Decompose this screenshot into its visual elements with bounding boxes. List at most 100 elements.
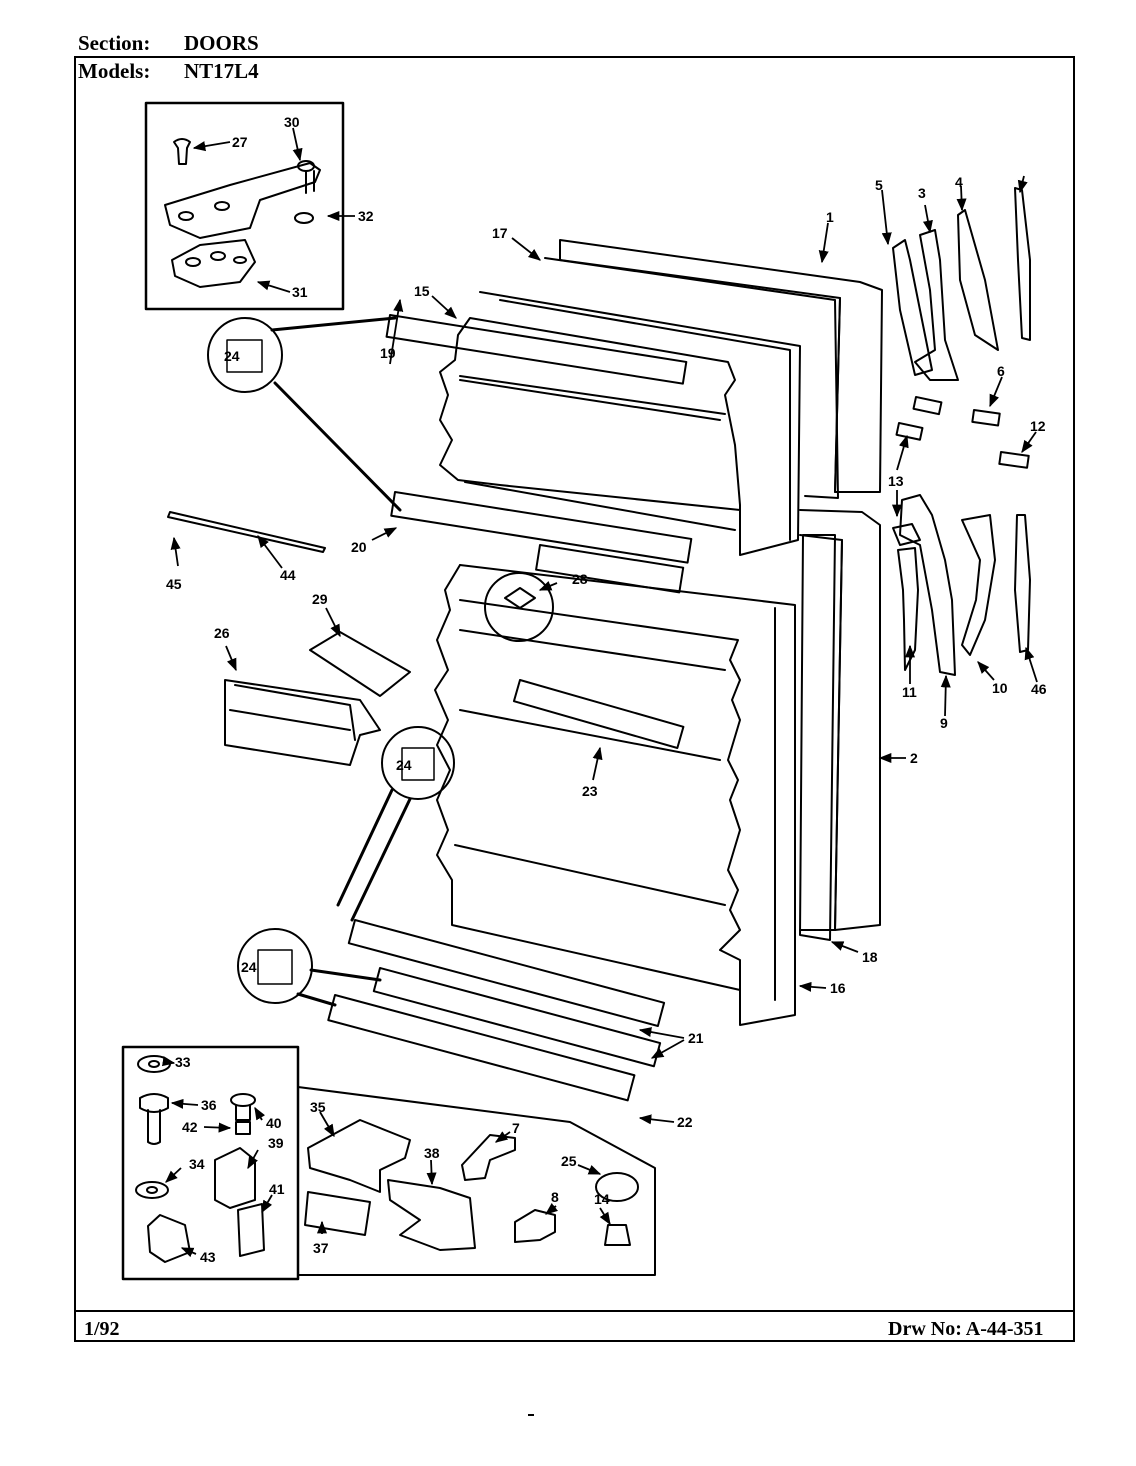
arrow-3 <box>922 204 933 234</box>
arrow-25 <box>577 1164 602 1175</box>
part-label-32: 32 <box>358 208 374 224</box>
part-label-26: 26 <box>214 625 230 641</box>
arrow-6 <box>989 376 1003 408</box>
part-label-8: 8 <box>551 1189 559 1205</box>
part-label-41: 41 <box>269 1181 285 1197</box>
arrow-26 <box>225 645 237 672</box>
hinge-spacer-6 <box>971 409 1001 427</box>
arrow-1 <box>818 222 829 264</box>
arrow-46 <box>1024 646 1038 683</box>
models-label: Models: <box>78 59 151 83</box>
models-value: NT17L4 <box>184 59 259 83</box>
footer-divider <box>74 1310 1075 1312</box>
part-label-36: 36 <box>201 1097 217 1113</box>
hinge-cover-4 <box>957 209 999 351</box>
arrow-44 <box>257 534 283 569</box>
detail-circle-24-top <box>207 317 283 393</box>
arrow-30 <box>292 127 303 162</box>
arrow-31 <box>256 280 291 293</box>
part-label-18: 18 <box>862 949 878 965</box>
detail-circle-24-mid <box>381 726 455 800</box>
arrow-20 <box>371 527 398 541</box>
arrow-38 <box>426 1159 437 1186</box>
arrow-23 <box>592 746 603 781</box>
hinge-plate-13 <box>895 421 924 441</box>
arrow-4 <box>956 185 967 212</box>
arrow-21a <box>638 1027 685 1039</box>
part-label-45: 45 <box>166 576 182 592</box>
part-label-23: 23 <box>582 783 598 799</box>
drawing-number: Drw No: A-44-351 <box>888 1318 1044 1340</box>
part-label-24-mid: 24 <box>396 757 412 773</box>
arrow-40 <box>254 1106 266 1121</box>
part-label-29: 29 <box>312 591 328 607</box>
arrow-45 <box>170 536 181 567</box>
part-label-13: 13 <box>888 473 904 489</box>
part-label-37: 37 <box>313 1240 329 1256</box>
butter-compartment-door <box>229 684 356 741</box>
arrow-21b <box>650 1039 685 1059</box>
arrow-33 <box>161 1056 176 1067</box>
freezer-door-shelf-upper <box>385 313 688 385</box>
arrow-13-up <box>896 434 909 471</box>
hinge-part-5 <box>892 239 933 376</box>
door-shelf-22 <box>327 994 636 1102</box>
arrow-8 <box>545 1202 559 1215</box>
part-label-11: 11 <box>902 684 917 700</box>
part-label-28: 28 <box>572 571 588 587</box>
fresh-food-door-liner <box>434 564 796 1026</box>
part-label-7: 7 <box>512 1120 520 1136</box>
arrow-41 <box>261 1194 273 1214</box>
section-value: DOORS <box>184 31 259 55</box>
part-label-44: 44 <box>280 567 296 583</box>
arrow-22 <box>638 1114 675 1125</box>
arrow-43 <box>180 1247 197 1258</box>
part-label-4: 4 <box>955 174 963 190</box>
part-label-20: 20 <box>351 539 367 555</box>
part-label-25: 25 <box>561 1153 577 1169</box>
hinge-shim <box>912 396 943 416</box>
part-label-46: 46 <box>1031 681 1047 697</box>
part-label-22: 22 <box>677 1114 693 1130</box>
part-label-3: 3 <box>918 185 926 201</box>
hinge-trim-46 <box>1014 514 1031 653</box>
arrow-12 <box>1021 431 1037 454</box>
part-label-16: 16 <box>830 980 846 996</box>
arrow-48 <box>1017 175 1028 194</box>
hinge-spacer-12 <box>998 451 1030 469</box>
freezer-door-bottom-bar <box>535 544 685 594</box>
fresh-food-door-panel <box>799 509 881 931</box>
arrow-10 <box>977 661 995 681</box>
arrow-27 <box>192 141 231 152</box>
part-label-10: 10 <box>992 680 1008 696</box>
arrow-7 <box>494 1131 511 1143</box>
hinge-plate-13b <box>892 523 921 546</box>
section-label: Section: <box>78 31 151 55</box>
part-label-17: 17 <box>492 225 508 241</box>
freezer-door-shelf-lower <box>390 491 693 564</box>
hinge-trim-48 <box>1014 187 1031 341</box>
fresh-food-door-gasket <box>799 534 836 941</box>
hinge-part-11 <box>897 547 919 671</box>
hinge-cover-10 <box>961 514 996 656</box>
detail-circle-28 <box>484 572 554 642</box>
part-label-19: 19 <box>380 345 396 361</box>
part-label-24-top: 24 <box>224 348 240 364</box>
part-label-14: 14 <box>594 1191 610 1207</box>
arrow-18 <box>830 941 859 953</box>
arrow-9 <box>940 674 951 717</box>
arrow-42 <box>203 1122 232 1133</box>
arrow-15 <box>431 295 457 319</box>
top-hinge-inset <box>144 101 345 311</box>
dairy-door <box>309 631 411 697</box>
part-label-21: 21 <box>688 1030 704 1046</box>
trim-strip <box>167 511 326 553</box>
part-label-24-bottom: 24 <box>241 959 257 975</box>
part-label-12: 12 <box>1030 418 1046 434</box>
part-label-30: 30 <box>284 114 300 130</box>
door-shelf-upper <box>347 919 666 1028</box>
part-label-15: 15 <box>414 283 430 299</box>
arrow-19 <box>389 298 404 365</box>
part-label-31: 31 <box>292 284 308 300</box>
